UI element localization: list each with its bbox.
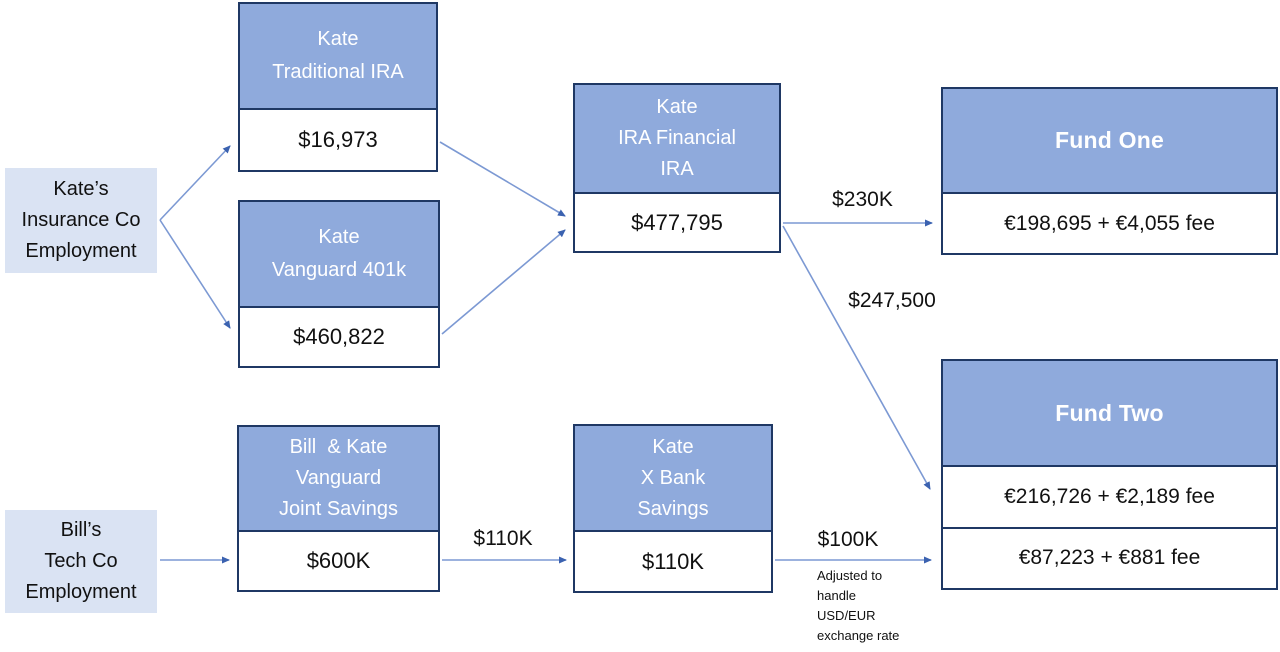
source-kate-label: Kate’s Insurance Co Employment xyxy=(21,178,141,262)
fund-two-row-2: €87,223 + €881 fee xyxy=(943,526,1276,588)
node-bill-kate-joint-savings: Bill & Kate Vanguard Joint Savings $600K xyxy=(237,425,440,592)
flow-label-ira-to-fund-one: $230K xyxy=(832,188,893,211)
node-title: Bill & Kate Vanguard Joint Savings xyxy=(239,427,438,532)
arrow-traditional-to-ira-financial xyxy=(439,141,566,217)
fund-one-row-1: €198,695 + €4,055 fee xyxy=(943,194,1276,253)
node-title: Kate IRA Financial IRA xyxy=(575,85,779,194)
flow-label-xbank-to-fund-two: $100K xyxy=(817,528,879,551)
fund-title-bar: Fund Two xyxy=(943,361,1276,467)
node-title: Kate X Bank Savings xyxy=(575,426,771,532)
node-value: $460,822 xyxy=(240,308,438,366)
node-kate-x-bank-savings: Kate X Bank Savings $110K xyxy=(573,424,773,593)
arrow-ira-to-fund-two xyxy=(782,225,931,490)
node-title: Kate Vanguard 401k xyxy=(240,202,438,308)
arrow-401k-to-ira-financial xyxy=(441,229,566,335)
node-kate-traditional-ira: Kate Traditional IRA $16,973 xyxy=(238,2,438,172)
arrow-kate-to-traditional-ira xyxy=(159,145,231,221)
fund-title: Fund Two xyxy=(1055,399,1164,426)
node-fund-two: Fund Two €216,726 + €2,189 fee €87,223 +… xyxy=(941,359,1278,590)
source-bill-tech-employment: Bill’s Tech Co Employment xyxy=(5,510,157,613)
node-value: $16,973 xyxy=(240,110,436,170)
node-kate-ira-financial: Kate IRA Financial IRA $477,795 xyxy=(573,83,781,253)
node-value: $110K xyxy=(575,532,771,591)
fund-title-bar: Fund One xyxy=(943,89,1276,194)
flow-label-joint-to-xbank: $110K xyxy=(473,527,533,550)
node-kate-vanguard-401k: Kate Vanguard 401k $460,822 xyxy=(238,200,440,368)
source-bill-label: Bill’s Tech Co Employment xyxy=(25,519,137,603)
node-value: $477,795 xyxy=(575,194,779,251)
node-value: $600K xyxy=(239,532,438,590)
fund-two-row-1: €216,726 + €2,189 fee xyxy=(943,467,1276,527)
node-fund-one: Fund One €198,695 + €4,055 fee xyxy=(941,87,1278,255)
source-kate-insurance-employment: Kate’s Insurance Co Employment xyxy=(5,168,157,273)
flow-label-ira-to-fund-two: $247,500 xyxy=(848,289,936,312)
arrow-kate-to-vanguard-401k xyxy=(159,219,231,329)
exchange-rate-note: Adjusted to handle USD/EUR exchange rate xyxy=(817,568,900,643)
node-title: Kate Traditional IRA xyxy=(240,4,436,110)
fund-title: Fund One xyxy=(1055,127,1164,153)
